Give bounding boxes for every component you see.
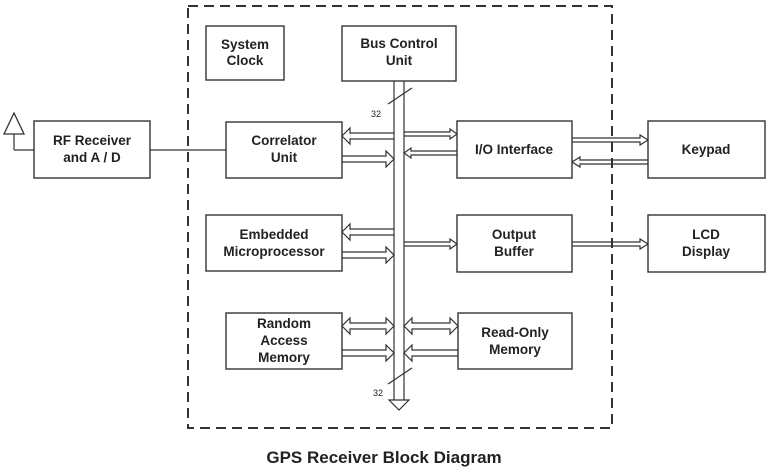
bus-output-buffer-link xyxy=(404,237,459,251)
correlator-unit-block: Correlator Unit xyxy=(225,121,343,179)
rf-receiver-block: RF Receiver and A / D xyxy=(33,120,151,179)
svg-text:Memory: Memory xyxy=(489,342,541,357)
bus-width-label-top: 32 xyxy=(371,109,381,119)
buffer-lcd-link xyxy=(572,237,650,251)
bus-control-unit-block: Bus Control Unit xyxy=(341,25,457,82)
rom-block: Read-Only Memory xyxy=(457,312,573,370)
svg-text:Output: Output xyxy=(492,227,537,242)
svg-text:Keypad: Keypad xyxy=(682,142,731,157)
svg-text:Unit: Unit xyxy=(386,53,413,68)
keypad-block: Keypad xyxy=(647,120,766,179)
bus-microprocessor-link xyxy=(341,222,395,265)
svg-text:Buffer: Buffer xyxy=(494,244,534,259)
system-bus xyxy=(387,81,411,411)
ram-block: Random Access Memory xyxy=(225,312,343,370)
bus-correlator-link xyxy=(341,126,395,169)
io-keypad-link xyxy=(570,133,650,169)
antenna-icon xyxy=(2,111,34,151)
svg-text:Random: Random xyxy=(257,316,311,331)
bus-width-slash-bottom xyxy=(387,367,413,385)
svg-text:Memory: Memory xyxy=(258,350,310,365)
lcd-display-block: LCD Display xyxy=(647,214,766,273)
svg-text:System: System xyxy=(221,37,269,52)
svg-text:and A / D: and A / D xyxy=(63,150,121,165)
svg-text:Display: Display xyxy=(682,244,731,259)
embedded-microprocessor-block: Embedded Microprocessor xyxy=(205,214,343,272)
svg-text:Access: Access xyxy=(260,333,307,348)
io-interface-block: I/O Interface xyxy=(456,120,573,179)
chip-boundary xyxy=(187,5,613,429)
svg-text:Bus Control: Bus Control xyxy=(360,36,437,51)
output-buffer-block: Output Buffer xyxy=(456,214,573,273)
bus-io-link xyxy=(402,127,459,160)
svg-text:Read-Only: Read-Only xyxy=(481,325,549,340)
svg-text:Correlator: Correlator xyxy=(251,133,317,148)
svg-text:Unit: Unit xyxy=(271,150,298,165)
svg-text:Clock: Clock xyxy=(227,53,264,68)
bus-width-label-bottom: 32 xyxy=(373,388,383,398)
svg-text:RF Receiver: RF Receiver xyxy=(53,133,132,148)
bus-width-slash-top xyxy=(387,87,413,105)
svg-text:Microprocessor: Microprocessor xyxy=(223,244,325,259)
bus-rom-link xyxy=(403,316,459,363)
bus-ram-link xyxy=(341,316,395,363)
svg-text:LCD: LCD xyxy=(692,227,720,242)
svg-text:I/O Interface: I/O Interface xyxy=(475,142,554,157)
svg-text:Embedded: Embedded xyxy=(239,227,308,242)
diagram-title: GPS Receiver Block Diagram xyxy=(266,448,501,467)
system-clock-block: System Clock xyxy=(205,25,285,81)
